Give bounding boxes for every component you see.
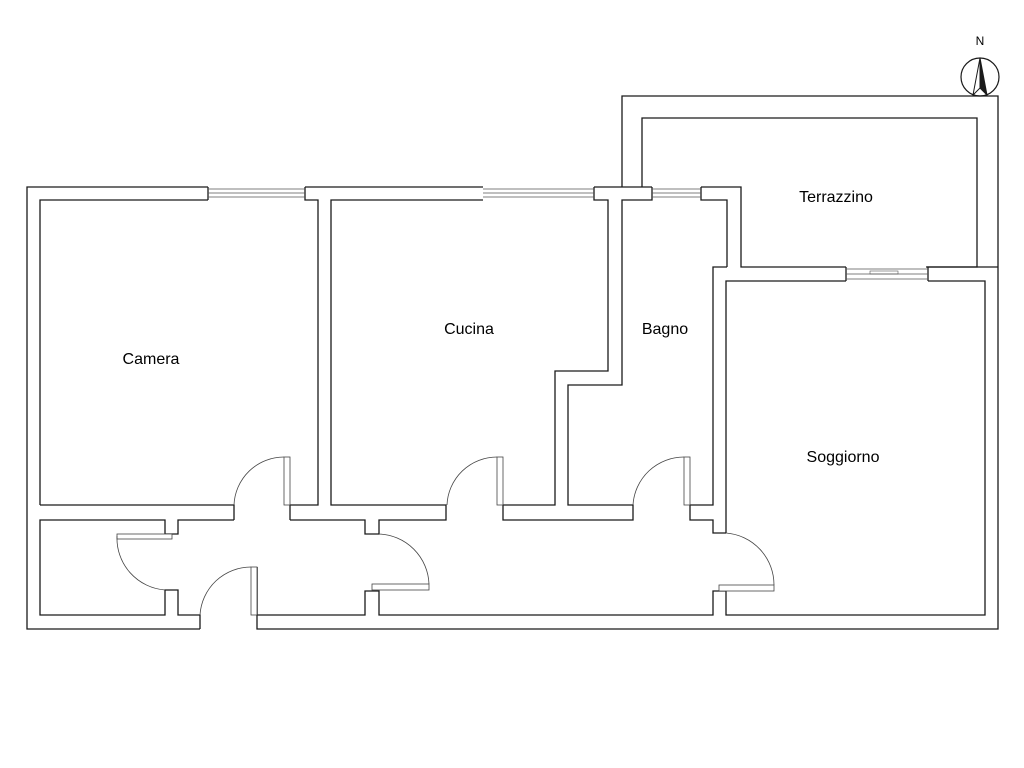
interior-walls — [39, 187, 728, 629]
door-closet — [116, 533, 173, 591]
window-soggiorno — [846, 268, 928, 280]
door-bagno — [632, 456, 691, 506]
room-labels: Camera Cucina Bagno Terrazzino Soggiorno — [123, 189, 880, 466]
window-cucina — [483, 188, 594, 198]
door-soggiorno — [718, 532, 775, 592]
door-entrance — [199, 566, 258, 616]
room-label-camera: Camera — [123, 351, 180, 368]
north-arrow-icon: N — [960, 34, 1000, 97]
window-bagno — [652, 188, 701, 198]
room-label-terrazzino: Terrazzino — [799, 189, 873, 206]
door-corridor — [371, 533, 430, 591]
north-label: N — [976, 34, 985, 48]
doors — [116, 456, 775, 616]
door-cucina — [446, 456, 504, 506]
outer-walls — [26, 95, 999, 630]
door-camera — [233, 456, 291, 506]
window-camera — [208, 188, 305, 198]
windows — [208, 188, 928, 280]
room-label-bagno: Bagno — [642, 321, 688, 338]
room-label-soggiorno: Soggiorno — [807, 449, 880, 466]
room-label-cucina: Cucina — [444, 321, 494, 338]
